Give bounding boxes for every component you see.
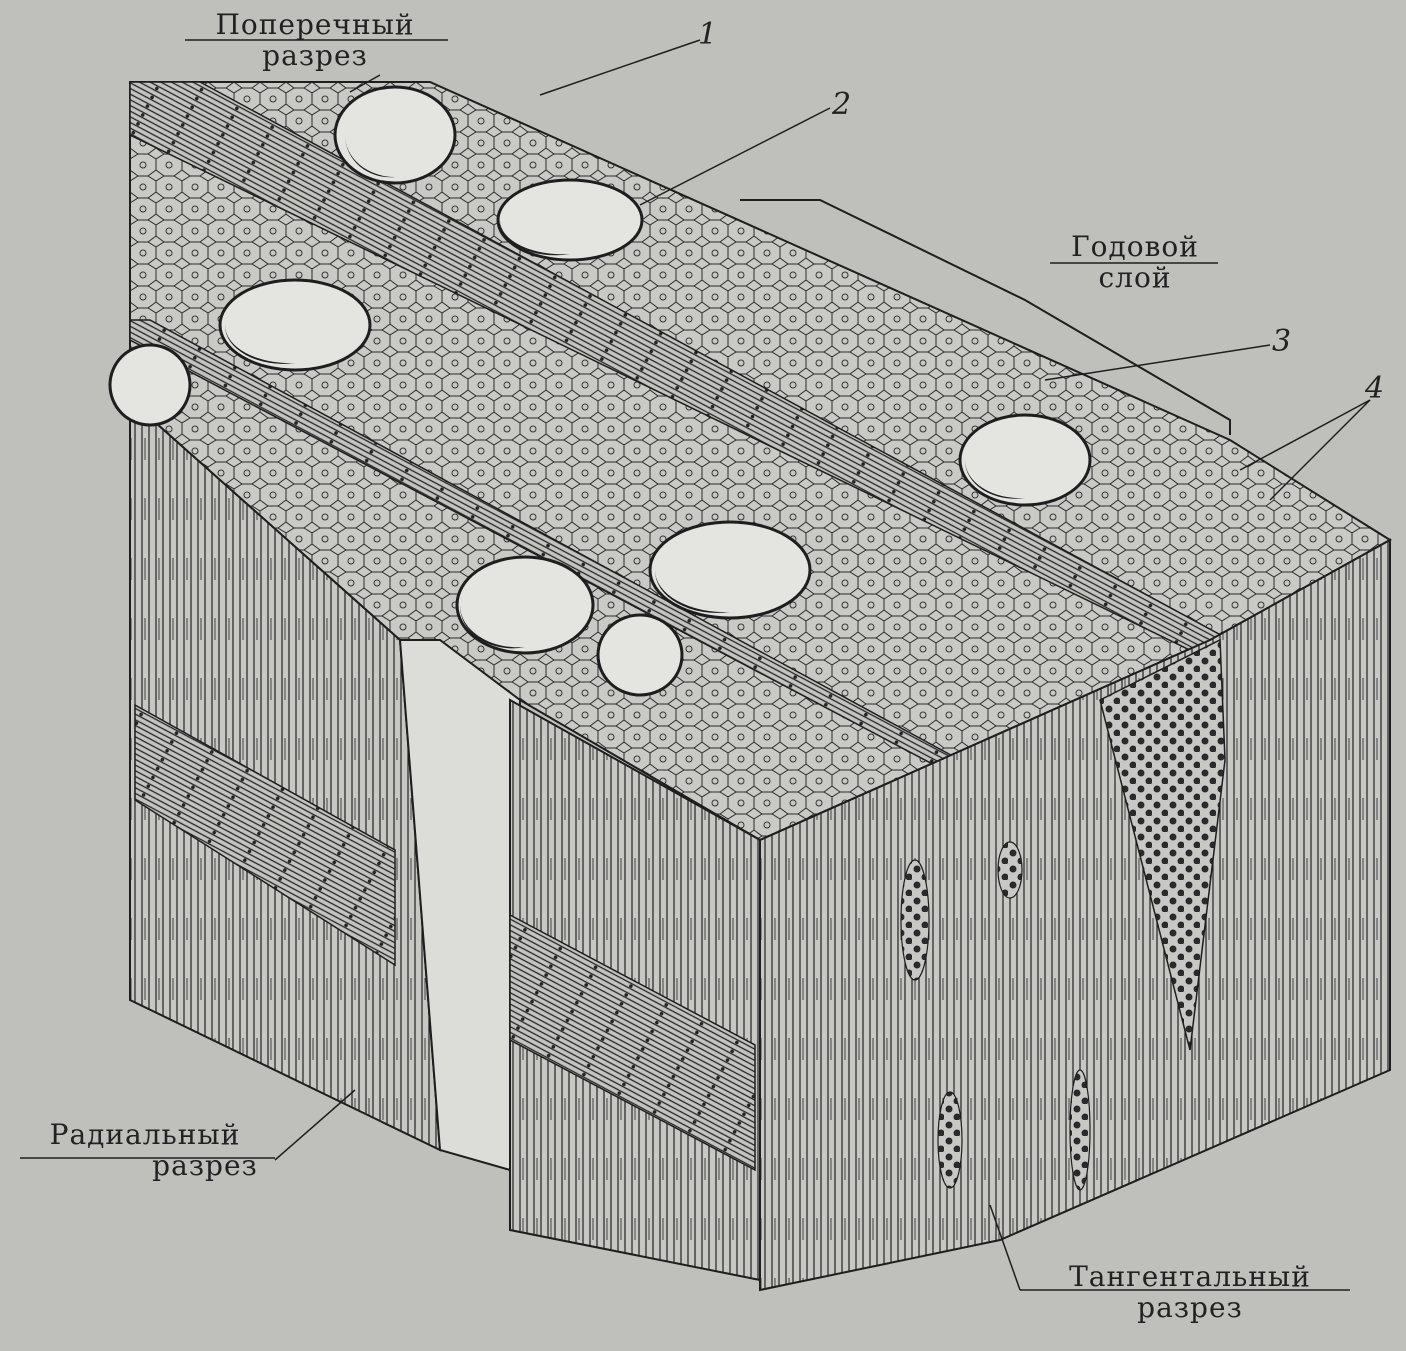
vessel — [960, 415, 1090, 505]
leader-2 — [640, 108, 830, 205]
annual-layer-line-1: Годовой — [1045, 232, 1225, 263]
vessel — [110, 345, 190, 425]
tangential-section-line-1: Тангентальный — [1020, 1262, 1360, 1293]
radial-section-label: Радиальный разрез — [10, 1120, 280, 1182]
uniseriate-ray-1 — [901, 860, 929, 980]
leader-3 — [1045, 345, 1270, 380]
leader-radial — [275, 1090, 355, 1160]
radial-section-line-2: разрез — [10, 1151, 280, 1182]
leader-1 — [540, 40, 700, 95]
vessel — [498, 180, 642, 260]
vessel — [335, 87, 455, 183]
uniseriate-ray-3 — [1070, 1070, 1090, 1190]
uniseriate-ray-4 — [938, 1092, 962, 1188]
callout-1: 1 — [698, 18, 718, 51]
radial-section-line-1: Радиальный — [10, 1120, 280, 1151]
cross-section-line-1: Поперечный — [180, 10, 450, 41]
cross-section-label: Поперечный разрез — [180, 10, 450, 72]
callout-3: 3 — [1272, 325, 1292, 358]
uniseriate-ray-2 — [998, 842, 1022, 898]
vessel — [650, 522, 810, 618]
annual-layer-label: Годовой слой — [1045, 232, 1225, 294]
leader-4b — [1270, 400, 1370, 500]
tangential-section-line-2: разрез — [1020, 1293, 1360, 1324]
tangential-section-label: Тангентальный разрез — [1020, 1262, 1360, 1324]
callout-4: 4 — [1365, 372, 1385, 405]
vessel — [598, 615, 682, 695]
callout-2: 2 — [832, 88, 852, 121]
cross-section-line-2: разрез — [180, 41, 450, 72]
annual-layer-line-2: слой — [1045, 263, 1225, 294]
vessel — [220, 280, 370, 370]
leader-4a — [1240, 400, 1370, 470]
vessel — [457, 557, 593, 653]
